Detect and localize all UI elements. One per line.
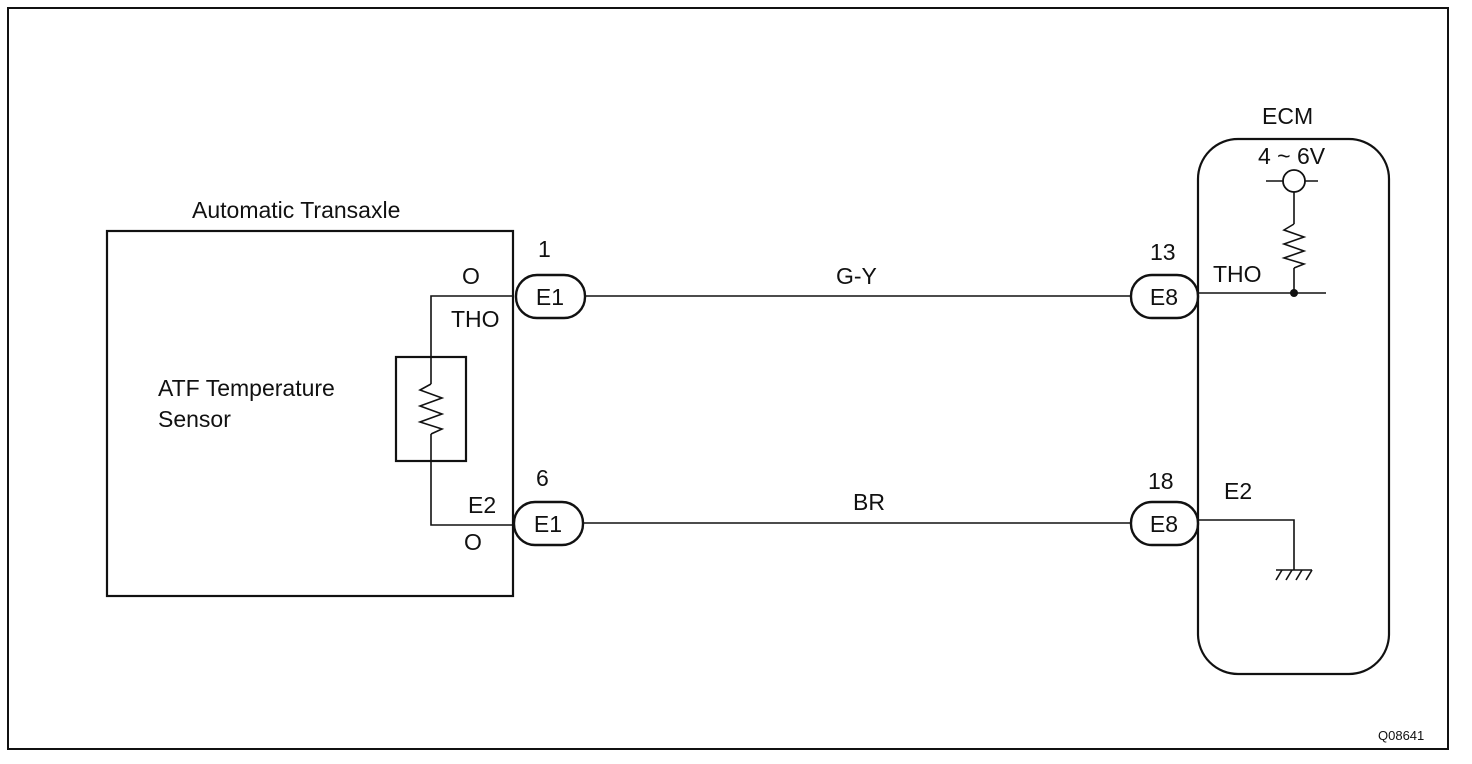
connector-e1-pin1-number: 1: [538, 236, 551, 262]
connector-e1-pin1: [514, 273, 587, 320]
connector-e1-pin6-number: 6: [536, 465, 549, 491]
sensor-label-line2: Sensor: [158, 406, 231, 432]
connector-e8-pin13-number: 13: [1150, 239, 1176, 265]
ecm-supply-icon: [1282, 169, 1306, 193]
ecm-box: [1196, 137, 1391, 676]
ecm-tho-node: [1290, 289, 1298, 297]
wire-g-y-label: G-Y: [836, 263, 877, 289]
sensor-label-line1: ATF Temperature: [158, 375, 335, 401]
connector-e1-pin6: [512, 500, 585, 547]
connector-e1-pin1-label: E1: [536, 284, 564, 310]
ecm-tho-label: THO: [1213, 261, 1262, 287]
sensor-tho-mark: O: [462, 263, 480, 289]
sensor-e2-lead: [430, 434, 514, 526]
sensor-tho-label: THO: [451, 306, 500, 332]
sensor-e2-mark: O: [464, 529, 482, 555]
ground-icon: [1275, 569, 1313, 581]
connector-e8-pin18-number: 18: [1148, 468, 1174, 494]
ecm-e2-line: [1198, 519, 1295, 570]
figure-code: Q08641: [1378, 728, 1424, 743]
sensor-e2-label: E2: [468, 492, 496, 518]
connector-e1-pin6-label: E1: [534, 511, 562, 537]
ecm-e2-label: E2: [1224, 478, 1252, 504]
transaxle-label: Automatic Transaxle: [192, 197, 400, 223]
sensor-label: ATF Temperature Sensor: [158, 375, 341, 432]
diagram-frame: [7, 7, 1449, 750]
ecm-label: ECM: [1262, 103, 1313, 129]
connector-e8-pin18-label: E8: [1150, 511, 1178, 537]
sensor-tho-lead: [430, 295, 514, 384]
connector-e8-pin13-label: E8: [1150, 284, 1178, 310]
wire-br-label: BR: [853, 489, 885, 515]
sensor-resistor-icon: [417, 383, 445, 435]
ecm-pullup-resistor-icon: [1281, 223, 1307, 269]
ecm-voltage-label: 4 ~ 6V: [1258, 143, 1326, 169]
transaxle-box: [105, 229, 515, 598]
